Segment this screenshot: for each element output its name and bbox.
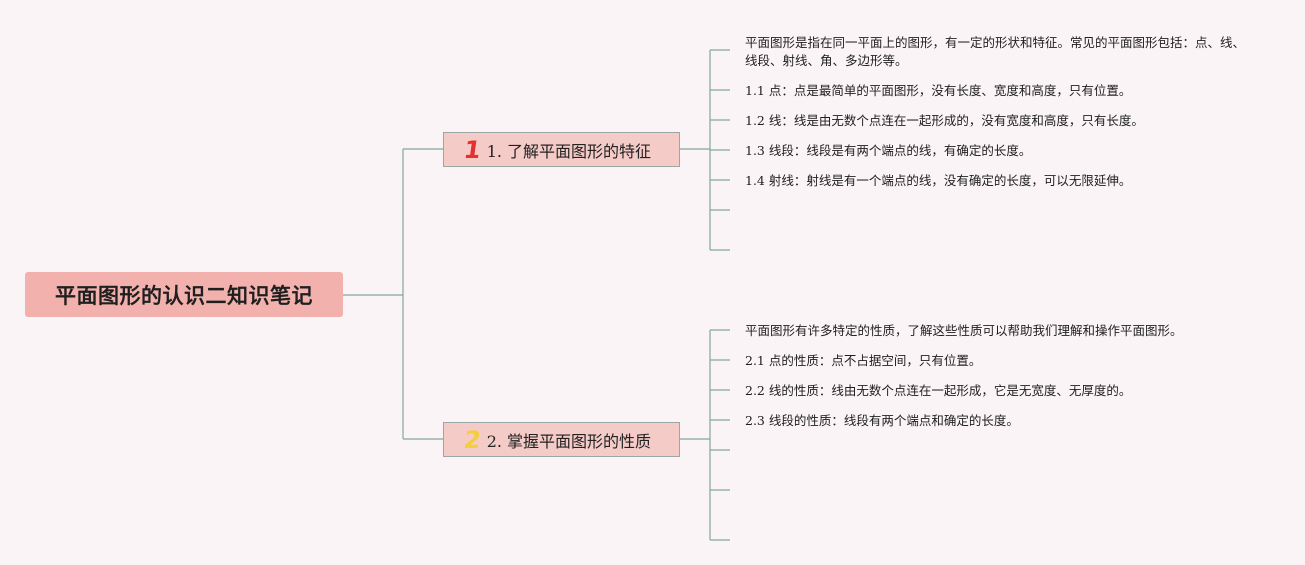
branch-topic-2-label: 2. 掌握平面图形的性质 (486, 431, 652, 451)
leaf-topic[interactable]: 2.1 点的性质：点不占据空间，只有位置。 (745, 353, 982, 368)
leaf-topic[interactable]: 1.1 点：点是最简单的平面图形，没有长度、宽度和高度，只有位置。 (745, 83, 1132, 98)
leaf-topic[interactable]: 平面图形有许多特定的性质，了解这些性质可以帮助我们理解和操作平面图形。 (745, 323, 1183, 338)
leaf-topic[interactable]: 1.3 线段：线段是有两个端点的线，有确定的长度。 (745, 143, 1032, 158)
leaf-topic[interactable]: 1.4 射线：射线是有一个端点的线，没有确定的长度，可以无限延伸。 (745, 173, 1132, 188)
leaf-topic[interactable]: 2.3 线段的性质：线段有两个端点和确定的长度。 (745, 413, 1019, 428)
branch-topic-1-label: 1. 了解平面图形的特征 (486, 141, 652, 161)
root-topic-label: 平面图形的认识二知识笔记 (55, 283, 313, 308)
branch-topic-2[interactable]: 2 2. 掌握平面图形的性质 (443, 422, 680, 457)
number-1-icon: 1 (462, 135, 483, 164)
leaf-topic[interactable]: 平面图形是指在同一平面上的图形，有一定的形状和特征。常见的平面图形包括：点、线、… (745, 35, 1246, 68)
number-2-icon: 2 (462, 425, 483, 454)
branch-topic-1[interactable]: 1 1. 了解平面图形的特征 (443, 132, 680, 167)
leaf-topic[interactable]: 1.2 线：线是由无数个点连在一起形成的，没有宽度和高度，只有长度。 (745, 113, 1144, 128)
root-topic[interactable]: 平面图形的认识二知识笔记 (25, 272, 343, 317)
leaf-topic[interactable]: 2.2 线的性质：线由无数个点连在一起形成，它是无宽度、无厚度的。 (745, 383, 1132, 398)
